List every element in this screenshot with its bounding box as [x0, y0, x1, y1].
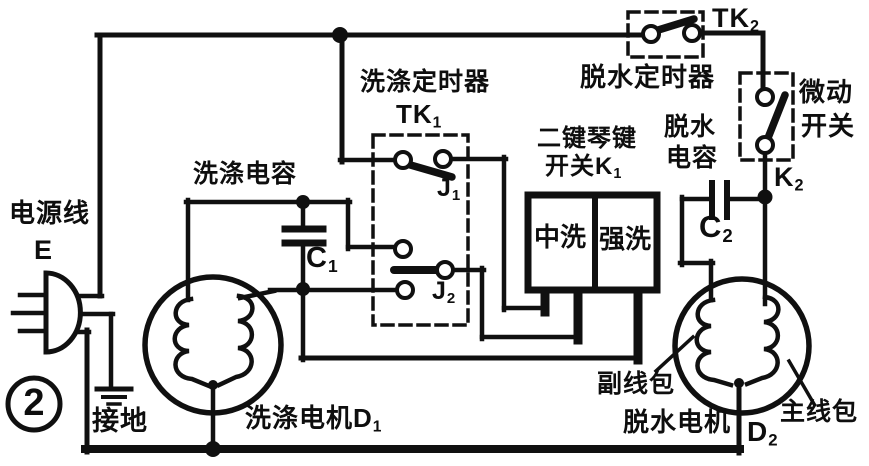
micro-switch-bottom-contact [755, 135, 775, 155]
wash-motor-symbol [142, 274, 284, 416]
micro-switch-box [738, 71, 795, 162]
power-plug-symbol [10, 270, 83, 355]
j1-switch-blade [403, 160, 456, 181]
spin-capacitor-wires [677, 194, 763, 303]
j2-output-wire [449, 265, 583, 342]
spin-capacitor-label-line2: 电容 [666, 144, 719, 172]
power-cord-label: 电源线 [9, 198, 91, 228]
j2-pivot-contact [435, 260, 455, 280]
wash-motor-label: 洗涤电机D1 [245, 403, 382, 436]
j2-upper-contact [393, 239, 413, 259]
spin-timer-ref-label: TK2 [712, 3, 760, 36]
top-bus-wire [94, 30, 766, 299]
spin-motor-symbol [672, 276, 812, 416]
key-switch-body [524, 191, 661, 294]
power-cord-ref-label: E [34, 235, 54, 265]
j1-output-wire [447, 154, 550, 313]
wash-timer-label: 洗涤定时器 [360, 68, 491, 96]
spin-capacitor-label-line1: 脱水 [664, 113, 717, 141]
wash-capacitor-label: 洗涤电容 [193, 160, 298, 188]
strong-wash-button-label: 强洗 [599, 224, 652, 254]
aux-winding-label: 副线包 [597, 370, 676, 398]
contact-j1-label: J1 [437, 174, 461, 205]
junction-dots [205, 27, 773, 457]
figure-number: 2 [23, 382, 45, 424]
micro-switch-ref-label: K2 [774, 162, 804, 195]
j1-left-contact [393, 150, 413, 170]
figure-number-circle [5, 375, 63, 433]
spin-timer-box [626, 10, 705, 59]
micro-switch-blade [764, 91, 789, 142]
main-winding-label: 主线包 [780, 398, 859, 426]
j1-right-contact [433, 149, 453, 169]
micro-switch-label-line2: 开关 [801, 111, 856, 141]
spin-timer-label: 脱水定时器 [580, 62, 716, 92]
spin-motor-label: 脱水电机 [623, 407, 732, 437]
j2-lower-contact [395, 280, 415, 300]
spin-timer-right-contact [682, 23, 702, 43]
spin-capacitor-symbol [709, 180, 730, 220]
spin-motor-ref-label: D2 [747, 416, 778, 450]
spin-timer-switch-blade [651, 15, 698, 35]
micro-switch-label-line1: 微动 [799, 77, 854, 107]
key-switch-label-line2: 开关K1 [545, 153, 622, 183]
wash-timer-ref-label: TK1 [396, 99, 442, 132]
wash-capacitor-symbol [281, 225, 327, 247]
winding-pointer-lines [653, 334, 817, 407]
spin-timer-left-contact [641, 24, 661, 44]
wash-capacitor-node-wires [183, 197, 643, 363]
key-switch-label-line1: 二键琴键 [537, 125, 637, 152]
key-switch-legs [540, 283, 643, 365]
ground-icon [94, 386, 134, 406]
contact-j2-label: J2 [432, 277, 456, 308]
spin-capacitor-ref-label: C2 [699, 209, 733, 247]
wash-timer-box [371, 133, 470, 327]
medium-wash-button-label: 中洗 [534, 222, 587, 252]
ground-label: 接地 [92, 406, 148, 436]
micro-switch-top-contact [755, 87, 775, 107]
wash-timer-feed-wire [337, 30, 399, 165]
wash-capacitor-ref-label: C1 [306, 242, 338, 276]
